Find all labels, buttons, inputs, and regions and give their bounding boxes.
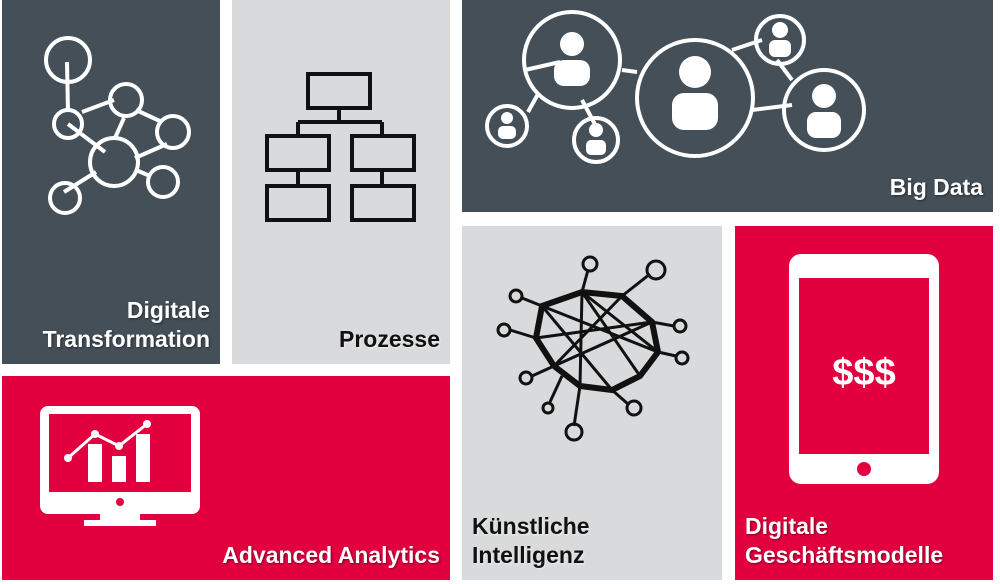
tile-digitale-transformation[interactable]: Digitale Transformation <box>2 0 220 364</box>
tile-big-data[interactable]: Big Data <box>462 0 993 212</box>
tile-label-line2: Intelligenz <box>472 542 585 568</box>
monitor-chart-icon <box>40 406 200 526</box>
tile-label: Big Data <box>889 174 983 200</box>
tablet-screen-text: $$$ <box>832 352 896 394</box>
tile-label-line1: Digitale <box>745 513 829 539</box>
tile-label: Advanced Analytics <box>222 542 440 568</box>
tile-label-line2: Transformation <box>42 326 210 352</box>
tile-digitale-geschaeftsmodelle[interactable]: $$$ Digitale Geschäftsmodelle <box>735 226 993 580</box>
tile-kuenstliche-intelligenz[interactable]: Künstliche Intelligenz <box>462 226 722 580</box>
tile-label-line1: Künstliche <box>472 513 590 539</box>
people-network-icon <box>485 10 866 164</box>
network-nodes-icon <box>44 36 191 215</box>
tile-label-line2: Geschäftsmodelle <box>745 542 944 568</box>
tile-prozesse[interactable]: Prozesse <box>232 0 450 364</box>
tile-label-line1: Digitale <box>126 297 210 323</box>
org-chart-icon <box>265 72 416 222</box>
neural-brain-icon <box>496 255 690 442</box>
tile-label: Prozesse <box>338 326 440 352</box>
tile-advanced-analytics[interactable]: Advanced Analytics <box>2 376 450 580</box>
tablet-icon <box>789 254 939 484</box>
